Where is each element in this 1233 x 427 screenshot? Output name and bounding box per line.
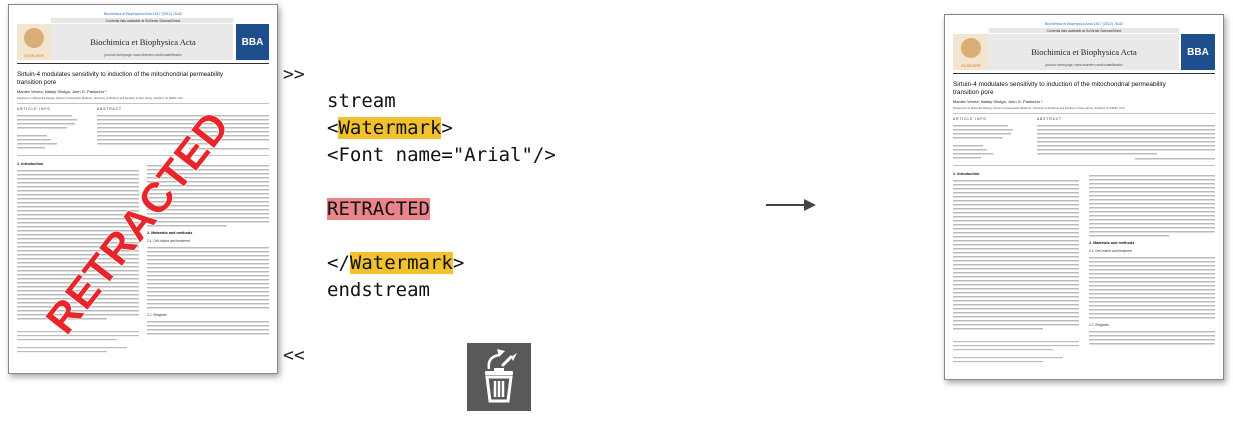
stream-keyword: stream [327, 90, 396, 112]
article-title-line1: Sirtuin-4 modulates sensitivity to induc… [953, 81, 1167, 88]
methods-heading: 2. Materials and methods [1089, 241, 1134, 245]
cell-culture-heading: 2.1. Cell culture and treatment [146, 239, 190, 243]
retracted-text-highlight: RETRACTED [327, 198, 430, 220]
arrow-right-icon [766, 199, 816, 211]
watermark-close-tag: </Watermark> [327, 250, 556, 277]
article-info-heading: ARTICLE INFO [953, 117, 987, 121]
tag-close-open-bracket: </ [327, 252, 350, 274]
journal-homepage: journal homepage: www.elsevier.com/locat… [103, 53, 181, 57]
reagents-heading: 2.2. Reagents [146, 313, 167, 317]
endstream-keyword: endstream [327, 279, 430, 301]
abstract-heading: ABSTRACT [97, 107, 122, 111]
watermark-keyword-highlight-close: Watermark [349, 252, 453, 274]
journal-line: Biochimica et Biophysica Acta 1817 (2012… [1045, 22, 1123, 26]
original-document-thumbnail: Biochimica et Biophysica Acta 1817 (2012… [8, 4, 278, 374]
journal-homepage: journal homepage: www.elsevier.com/locat… [1044, 63, 1122, 67]
affiliation: Department of Molecular Biology, School … [17, 96, 183, 100]
bba-logo [236, 24, 269, 60]
contents-line: Contents lists available at SciVerse Sci… [106, 19, 181, 23]
article-info-heading: ARTICLE INFO [17, 107, 51, 111]
contents-line: Contents lists available at SciVerse Sci… [1047, 29, 1122, 33]
document-page-right: Biochimica et Biophysica Acta 1817 (2012… [953, 22, 1215, 363]
document-page-left: Biochimica et Biophysica Acta 1817 (2012… [17, 12, 269, 353]
authors: Manish Verma, Nataly Shulga, John G. Pas… [17, 89, 107, 94]
pdf-stream-code: stream <Watermark> <Font name="Arial"/> … [327, 88, 556, 304]
bba-logo-text: BBA [242, 37, 264, 48]
methods-heading: 2. Materials and methods [147, 231, 192, 235]
article-title-line2: transition pore [17, 79, 57, 86]
journal-name: Biochimica et Biophysica Acta [90, 37, 196, 47]
introduction-heading: 1. Introduction [17, 162, 44, 166]
introduction-heading: 1. Introduction [953, 172, 980, 176]
affiliation: Department of Molecular Biology, School … [953, 106, 1125, 110]
bba-logo [1181, 34, 1215, 70]
publisher-name: ELSEVIER [24, 53, 44, 58]
authors: Manish Verma, Nataly Shulga, John G. Pas… [953, 99, 1043, 104]
publisher-name: ELSEVIER [961, 63, 981, 68]
article-title-line1: Sirtuin-4 modulates sensitivity to induc… [17, 71, 224, 78]
stream-end-marker: << [283, 345, 305, 366]
font-tag: <Font name="Arial"/> [327, 144, 556, 166]
watermark-open-tag: <Watermark> [327, 115, 556, 142]
journal-line: Biochimica et Biophysica Acta 1817 (2012… [104, 12, 182, 16]
tag-close-bracket: > [441, 117, 453, 139]
tag-close-end-bracket: > [452, 252, 465, 274]
tag-open-bracket: < [327, 117, 339, 139]
bba-logo-text: BBA [1187, 47, 1209, 58]
journal-name: Biochimica et Biophysica Acta [1031, 47, 1137, 57]
cell-culture-heading: 2.1. Cell culture and treatment [1088, 249, 1132, 253]
cleaned-document-thumbnail: Biochimica et Biophysica Acta 1817 (2012… [944, 14, 1224, 380]
article-title-line2: transition pore [953, 89, 994, 96]
stream-start-marker: >> [283, 64, 305, 85]
abstract-heading: ABSTRACT [1037, 117, 1062, 121]
reagents-heading: 2.2. Reagents [1088, 323, 1109, 327]
watermark-keyword-highlight: Watermark [338, 117, 442, 139]
trash-remove-icon [467, 343, 531, 411]
